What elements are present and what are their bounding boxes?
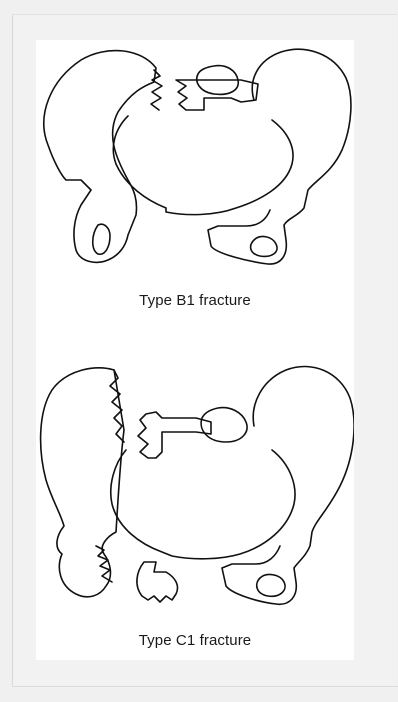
right-ilium-outline <box>208 49 351 264</box>
pelvic-ring-inner <box>111 450 295 559</box>
pubic-fragment <box>137 562 178 602</box>
pelvic-ring-inner <box>113 116 293 215</box>
pelvis-c1-drawing <box>36 350 354 620</box>
left-obturator-foramen <box>93 224 110 254</box>
pelvis-b1-drawing <box>36 40 354 280</box>
figure-type-c1: Type C1 fracture <box>36 350 354 660</box>
sacrum-fragment <box>138 412 211 458</box>
right-obturator-foramen <box>251 237 277 257</box>
caption-type-c1: Type C1 fracture <box>36 632 354 649</box>
illustration-plate: Type B1 fracture Type C1 fracture <box>36 40 354 660</box>
left-ilium-outline <box>44 51 156 263</box>
left-vertical-fracture <box>110 370 124 442</box>
right-ilium-outline <box>222 366 354 604</box>
right-obturator-foramen <box>257 575 285 597</box>
caption-type-b1: Type B1 fracture <box>36 292 354 309</box>
sacral-body <box>201 408 247 442</box>
figure-type-b1: Type B1 fracture <box>36 40 354 325</box>
bottom-divider <box>12 686 398 687</box>
left-fracture-edge <box>151 70 162 110</box>
